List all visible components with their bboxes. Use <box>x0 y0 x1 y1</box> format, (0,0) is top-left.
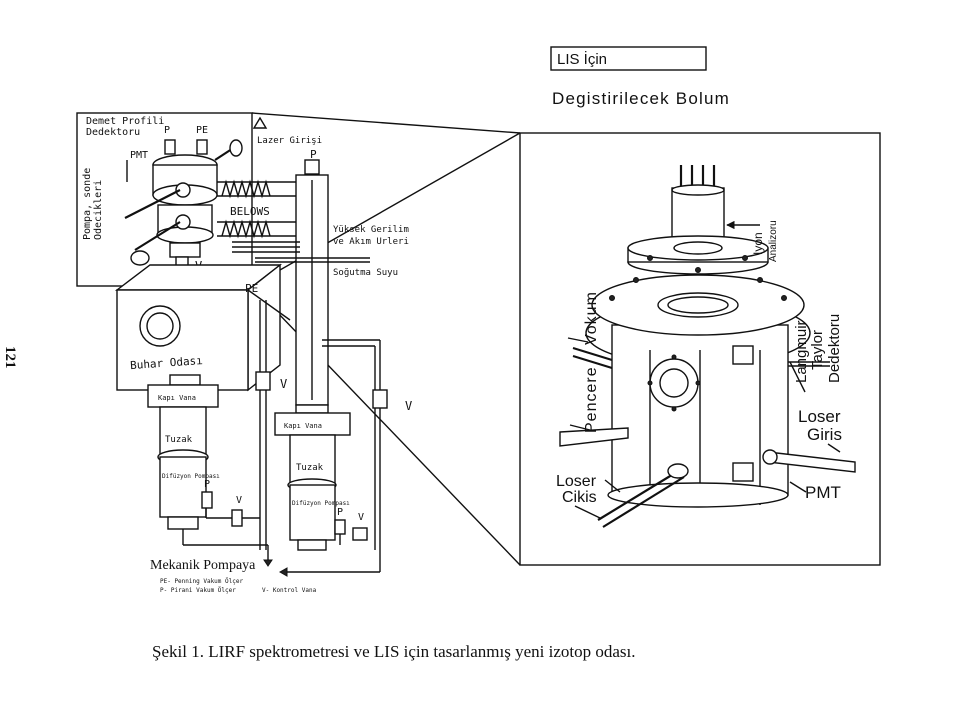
lazer-girisi-label: Lazer Girişi <box>257 136 322 146</box>
kapi-vana-label-1: Kapı Vana <box>158 394 196 402</box>
p-right-label: P <box>310 148 317 161</box>
dedektoru-label: Dedektoru <box>826 314 843 383</box>
vertical-tube <box>295 159 329 406</box>
v-low-1-label: V <box>236 495 242 506</box>
replace-section-subtitle: Degistirilecek Bolum <box>552 89 730 108</box>
pompa-label-1: Pompa, sonde <box>82 168 93 240</box>
kapi-vana-label-2: Kapı Vana <box>284 422 322 430</box>
sogutma-label: Soğutma Suyu <box>333 268 398 278</box>
demet-label-2: Dedektoru <box>86 127 140 138</box>
tuzak-label-2: Tuzak <box>296 463 324 473</box>
page-number: 121 <box>2 346 18 369</box>
laser-output-beam <box>559 427 629 447</box>
taylor-label: Taylor <box>809 330 826 370</box>
pmt-left-label: PMT <box>130 150 148 161</box>
lis-title-text: LIS İçin <box>557 50 607 68</box>
p-top-label: P <box>164 125 170 136</box>
v-low-2-label: V <box>358 512 364 523</box>
pe-top-label: PE <box>196 125 208 136</box>
loser-giris-label-2: Giris <box>807 425 842 444</box>
mekanik-label: Mekanik Pompaya <box>150 558 256 573</box>
lis-title-box <box>550 46 707 71</box>
difuzyon-label-1: Difüzyon Pompası <box>162 473 220 480</box>
yuksek-label-2: ve Akım Urleri <box>333 237 409 247</box>
p-low-1-label: P <box>204 479 210 490</box>
langmuir-label: Langmuir <box>793 320 810 383</box>
p-low-2-label: P <box>337 507 343 518</box>
figure-caption: Şekil 1. LIRF spektrometresi ve LIS için… <box>152 642 636 661</box>
loser-giris-label-1: Loser <box>798 407 841 426</box>
analizoru-label: Analizoru <box>768 220 779 262</box>
v-mid-label: V <box>280 377 287 391</box>
iyon-label: Iyon <box>751 232 765 255</box>
demet-label-1: Demet Profili <box>86 116 164 127</box>
legend-pirani: P- Pirani Vakum Ölçer <box>160 587 236 594</box>
main-chamber <box>585 274 811 508</box>
bellows <box>217 179 300 239</box>
pmt-right-label: PMT <box>805 483 841 502</box>
vokum-label: Vokum <box>583 291 600 345</box>
left-pump-stack <box>147 374 219 530</box>
v-far-label: V <box>405 399 412 413</box>
belows-label: BELOWS <box>230 205 270 218</box>
tuzak-label-1: Tuzak <box>165 435 193 445</box>
loser-cikis-label-2: Cikis <box>562 489 597 506</box>
right-panel: LIS İçin Degistirilecek Bolum Iyon Anali… <box>519 46 881 566</box>
beam-profile-detector <box>124 139 243 272</box>
vapor-chamber <box>114 263 291 392</box>
yuksek-label-1: Yüksek Gerilim <box>333 225 409 235</box>
legend-penning: PE- Penning Vakum Ölçer <box>160 578 243 585</box>
pe-mid-label: PE <box>245 282 258 295</box>
pencere-label: Pencere <box>583 366 600 433</box>
difuzyon-label-2: Difüzyon Pompası <box>292 500 350 507</box>
right-panel-frame <box>519 132 881 566</box>
buhar-label: Buhar Odası <box>130 354 204 372</box>
right-pump-stack <box>274 404 351 551</box>
pompa-label-2: Odecikleri <box>93 180 104 240</box>
ion-analyzer <box>627 165 769 275</box>
left-panel: Demet Profili Dedektoru P PE PMT Pompa, … <box>76 112 521 594</box>
legend-kontrol: V- Kontrol Vana <box>262 587 317 594</box>
loser-cikis-label-1: Loser <box>556 473 597 490</box>
